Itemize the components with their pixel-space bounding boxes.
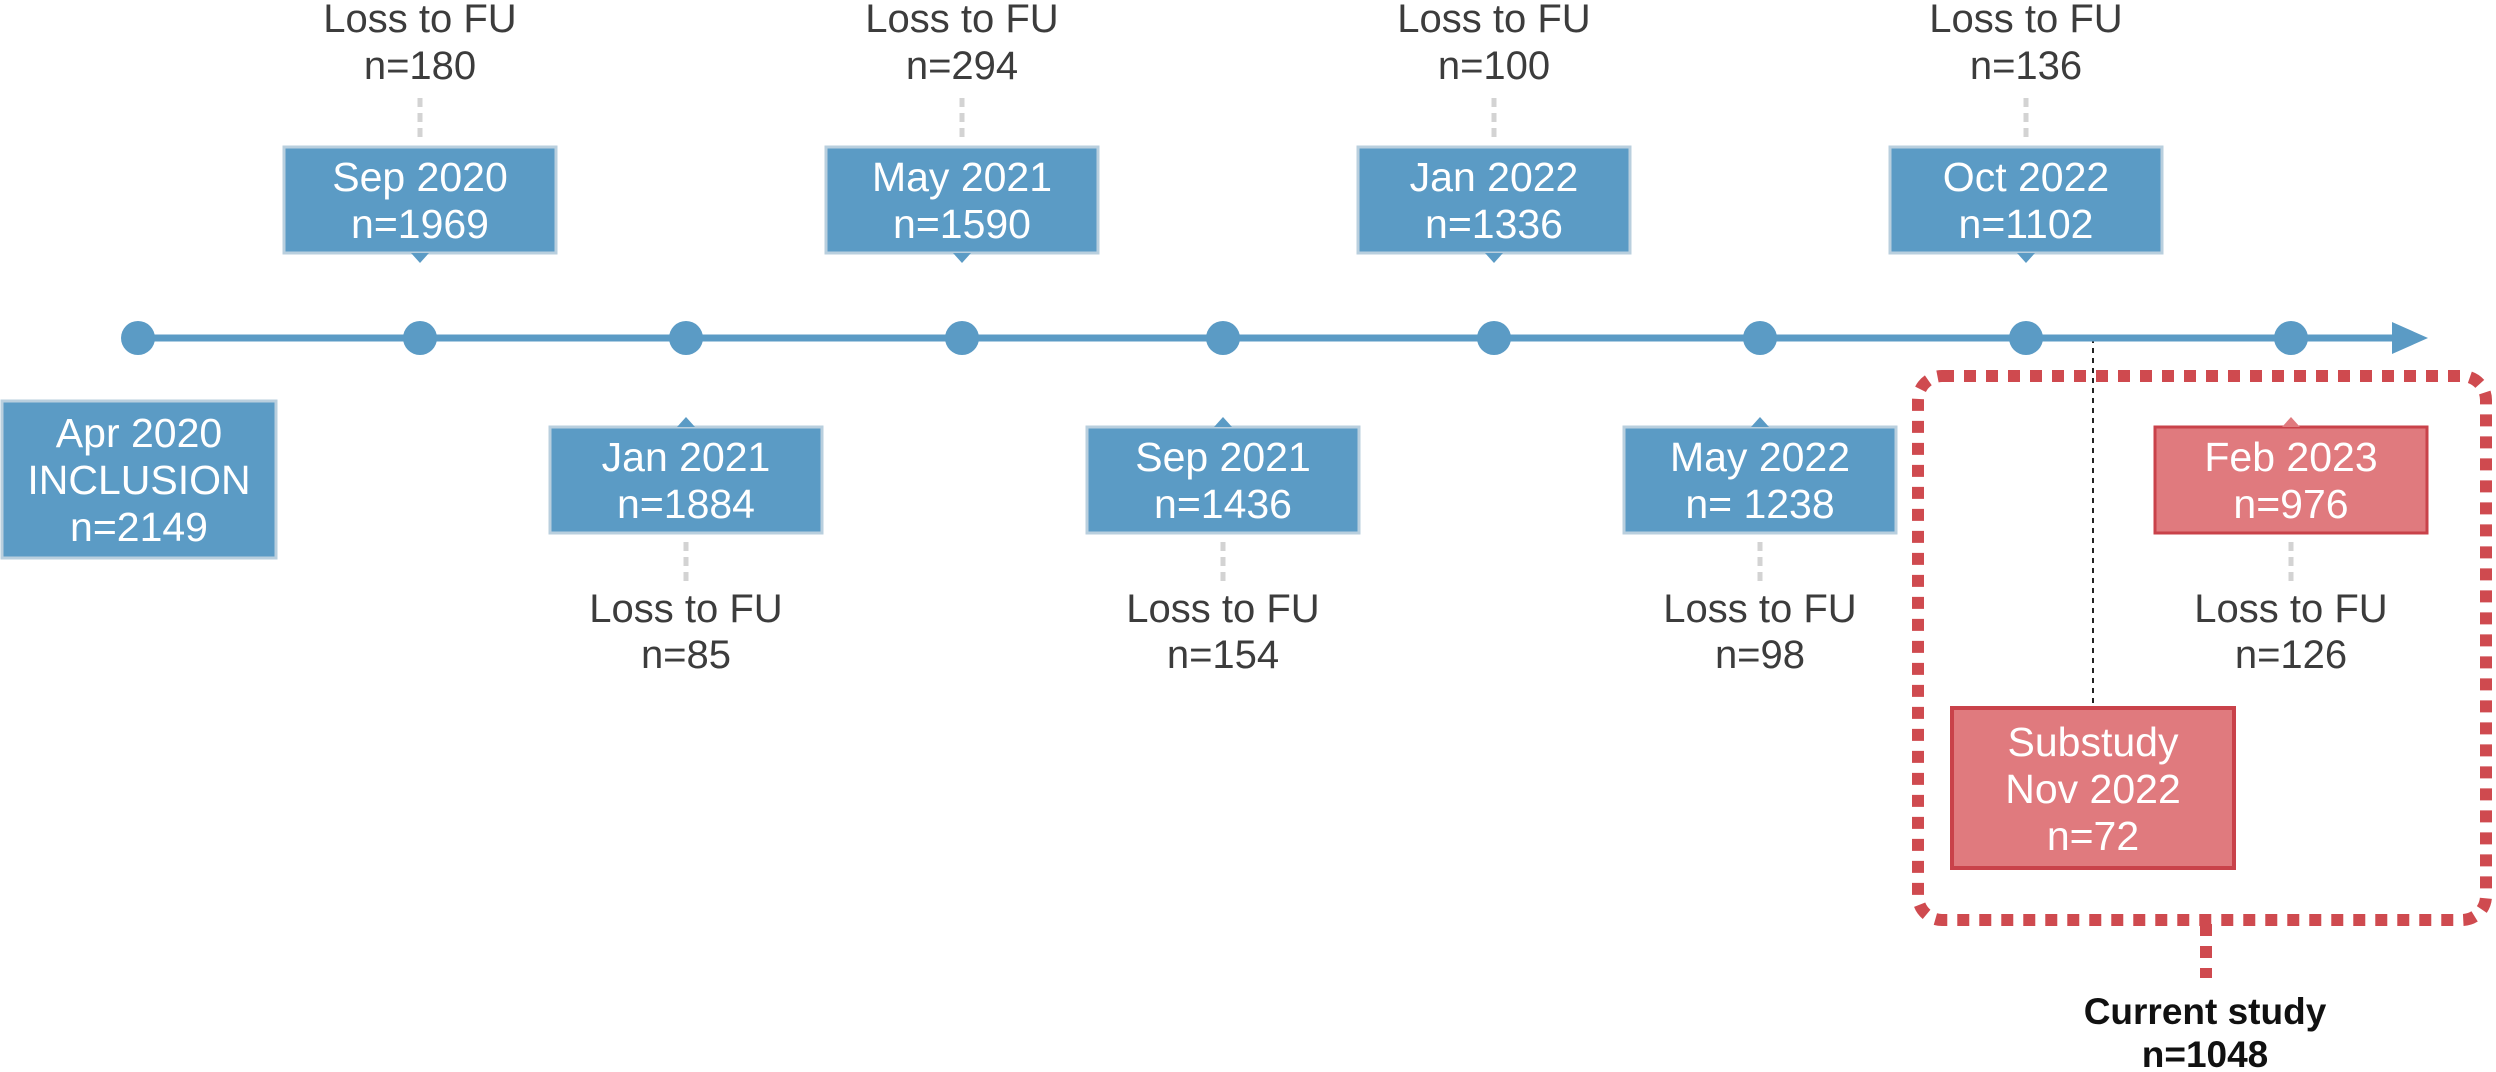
box-pointer: [1751, 417, 1769, 427]
loss-label: Loss to FU: [1929, 0, 2122, 41]
box-pointer: [677, 417, 695, 427]
timepoint-box: [548, 425, 824, 535]
timepoint-date: May 2022: [1670, 434, 1850, 480]
substudy-box: [1950, 706, 2236, 870]
substudy-count: n=72: [2047, 813, 2139, 859]
timepoint-count: n= 1238: [1685, 481, 1834, 527]
timeline-dot: [1743, 321, 1777, 355]
inclusion-count: n=2149: [70, 504, 208, 550]
loss-label: Loss to FU: [1126, 587, 1319, 631]
current-study-frame: [1912, 370, 2492, 926]
box-pointer: [1485, 253, 1503, 263]
timepoint-date: Sep 2020: [332, 154, 508, 200]
loss-count: n=100: [1438, 44, 1550, 88]
timeline-dot: [669, 321, 703, 355]
box-pointer: [2017, 253, 2035, 263]
box-pointer: [2282, 417, 2300, 427]
timepoint-date: Sep 2021: [1135, 434, 1311, 480]
timeline-arrowhead: [2392, 322, 2428, 354]
timepoint-count: n=1336: [1425, 201, 1563, 247]
loss-label: Loss to FU: [1397, 0, 1590, 41]
substudy-date: Nov 2022: [2005, 766, 2181, 812]
substudy-node: Substudy Nov 2022 n=72: [1950, 706, 2236, 870]
timepoint-date: Oct 2022: [1943, 154, 2109, 200]
timepoint-box: [1888, 145, 2164, 255]
timepoint-count: n=1102: [1959, 201, 2094, 247]
loss-label: Loss to FU: [2194, 587, 2387, 631]
timepoint-count: n=1590: [893, 201, 1031, 247]
loss-count: n=85: [641, 633, 731, 677]
loss-count: n=98: [1715, 633, 1805, 677]
substudy-label: Substudy: [2008, 719, 2179, 765]
timepoint-box: [824, 145, 1100, 255]
timepoint-date: Jan 2022: [1410, 154, 1579, 200]
timepoint-count: n=1884: [617, 481, 755, 527]
current-study-count: n=1048: [2142, 1034, 2269, 1072]
timeline-dot: [403, 321, 437, 355]
timepoint-date: Jan 2021: [602, 434, 771, 480]
loss-label: Loss to FU: [865, 0, 1058, 41]
inclusion-node: Apr 2020 INCLUSION n=2149: [0, 321, 278, 560]
timepoint-date: Feb 2023: [2204, 434, 2377, 480]
timeline-dot: [121, 321, 155, 355]
loss-label: Loss to FU: [323, 0, 516, 41]
timepoint-box: [1622, 425, 1898, 535]
timepoint-box: [1085, 425, 1361, 535]
timepoint-count: n=1436: [1154, 481, 1292, 527]
inclusion-box: [0, 399, 278, 560]
loss-label: Loss to FU: [589, 587, 782, 631]
inclusion-date: Apr 2020: [56, 410, 222, 456]
timepoint-count: n=976: [2233, 481, 2348, 527]
box-pointer: [953, 253, 971, 263]
loss-count: n=154: [1167, 633, 1279, 677]
timepoint-box-highlight: [2153, 425, 2429, 535]
timepoint-date: May 2021: [872, 154, 1052, 200]
loss-count: n=294: [906, 44, 1018, 88]
current-study-label: Current study: [2084, 991, 2327, 1032]
timeline-dot: [2009, 321, 2043, 355]
box-pointer: [1214, 417, 1232, 427]
timeline-dot: [2274, 321, 2308, 355]
timeline-dot: [1477, 321, 1511, 355]
inclusion-label: INCLUSION: [27, 457, 250, 503]
box-pointer: [411, 253, 429, 263]
loss-count: n=180: [364, 44, 476, 88]
loss-count: n=126: [2235, 633, 2347, 677]
loss-count: n=136: [1970, 44, 2082, 88]
timeline-dot: [945, 321, 979, 355]
timepoint-count: n=1969: [351, 201, 489, 247]
loss-label: Loss to FU: [1663, 587, 1856, 631]
timeline-dot: [1206, 321, 1240, 355]
